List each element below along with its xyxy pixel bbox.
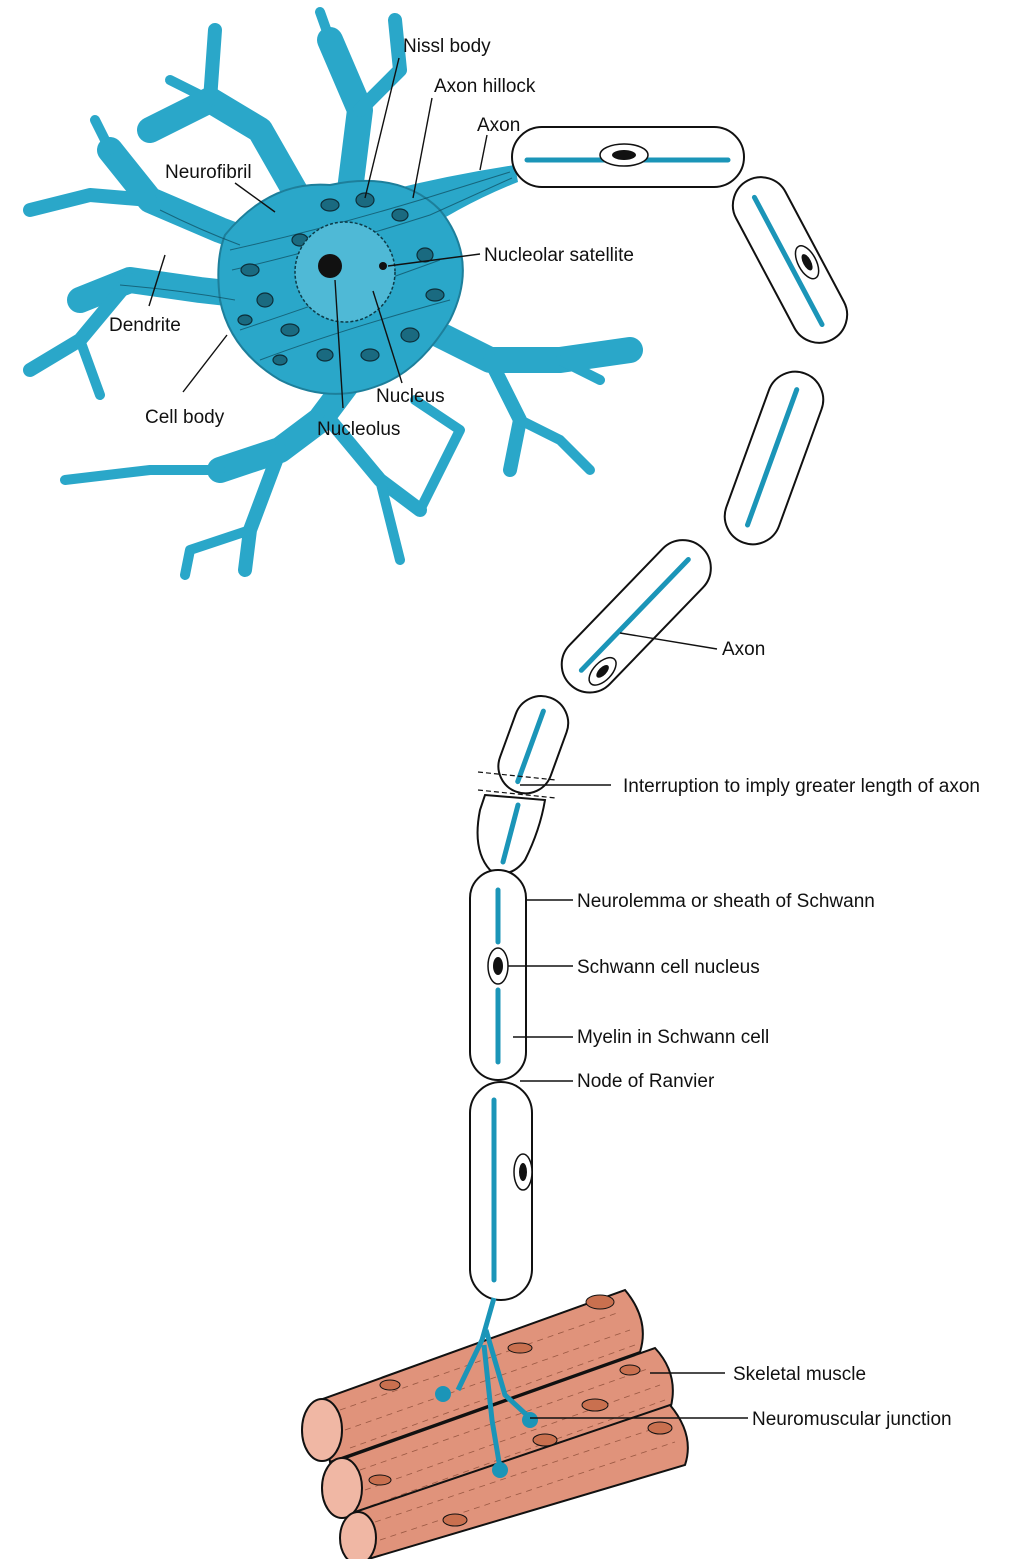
schwann-segment [723,167,857,352]
label-schwann-nucleus: Schwann cell nucleus [577,957,760,978]
schwann-segment [478,795,545,873]
skeletal-muscle [302,1290,688,1559]
label-myelin: Myelin in Schwann cell [577,1027,769,1048]
label-nucleolus: Nucleolus [317,419,400,440]
label-interruption: Interruption to imply greater length of … [623,776,980,797]
label-dendrite: Dendrite [109,315,181,336]
schwann-segment [512,127,744,187]
label-skeletal-muscle: Skeletal muscle [733,1364,866,1385]
schwann-segment [491,688,576,800]
label-neurolemma: Neurolemma or sheath of Schwann [577,891,875,912]
myelinated-axon [470,127,857,1300]
label-axon-mid: Axon [722,639,765,660]
label-axon-hillock: Axon hillock [434,76,536,97]
label-node-ranvier: Node of Ranvier [577,1071,715,1092]
nucleolar-satellite-dot [379,262,387,270]
label-axon-top: Axon [477,115,520,136]
label-nucleus: Nucleus [376,386,445,407]
label-nucleolar-satellite: Nucleolar satellite [484,245,634,266]
schwann-segment [717,364,831,552]
neuron-cell [30,12,630,575]
nucleolus [318,254,342,278]
label-neuromuscular-junction: Neuromuscular junction [752,1409,952,1430]
label-neurofibril: Neurofibril [165,162,252,183]
schwann-segment [550,529,722,705]
label-cell-body: Cell body [145,407,225,428]
nucleus [295,222,395,322]
label-nissl-body: Nissl body [403,36,491,57]
schwann-segment [470,1082,532,1300]
schwann-segment [470,870,526,1080]
